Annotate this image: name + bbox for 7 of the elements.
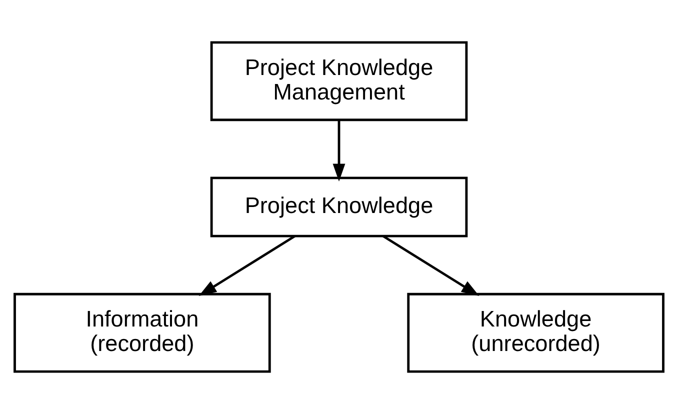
node-box: Project Knowledge Management	[210, 41, 468, 122]
arrow	[332, 120, 346, 182]
node-box: Information (recorded)	[14, 292, 271, 373]
node-box: Knowledge (unrecorded)	[407, 292, 664, 373]
node-box: Project Knowledge	[210, 176, 468, 238]
arrow	[198, 235, 296, 296]
arrow	[382, 235, 480, 296]
